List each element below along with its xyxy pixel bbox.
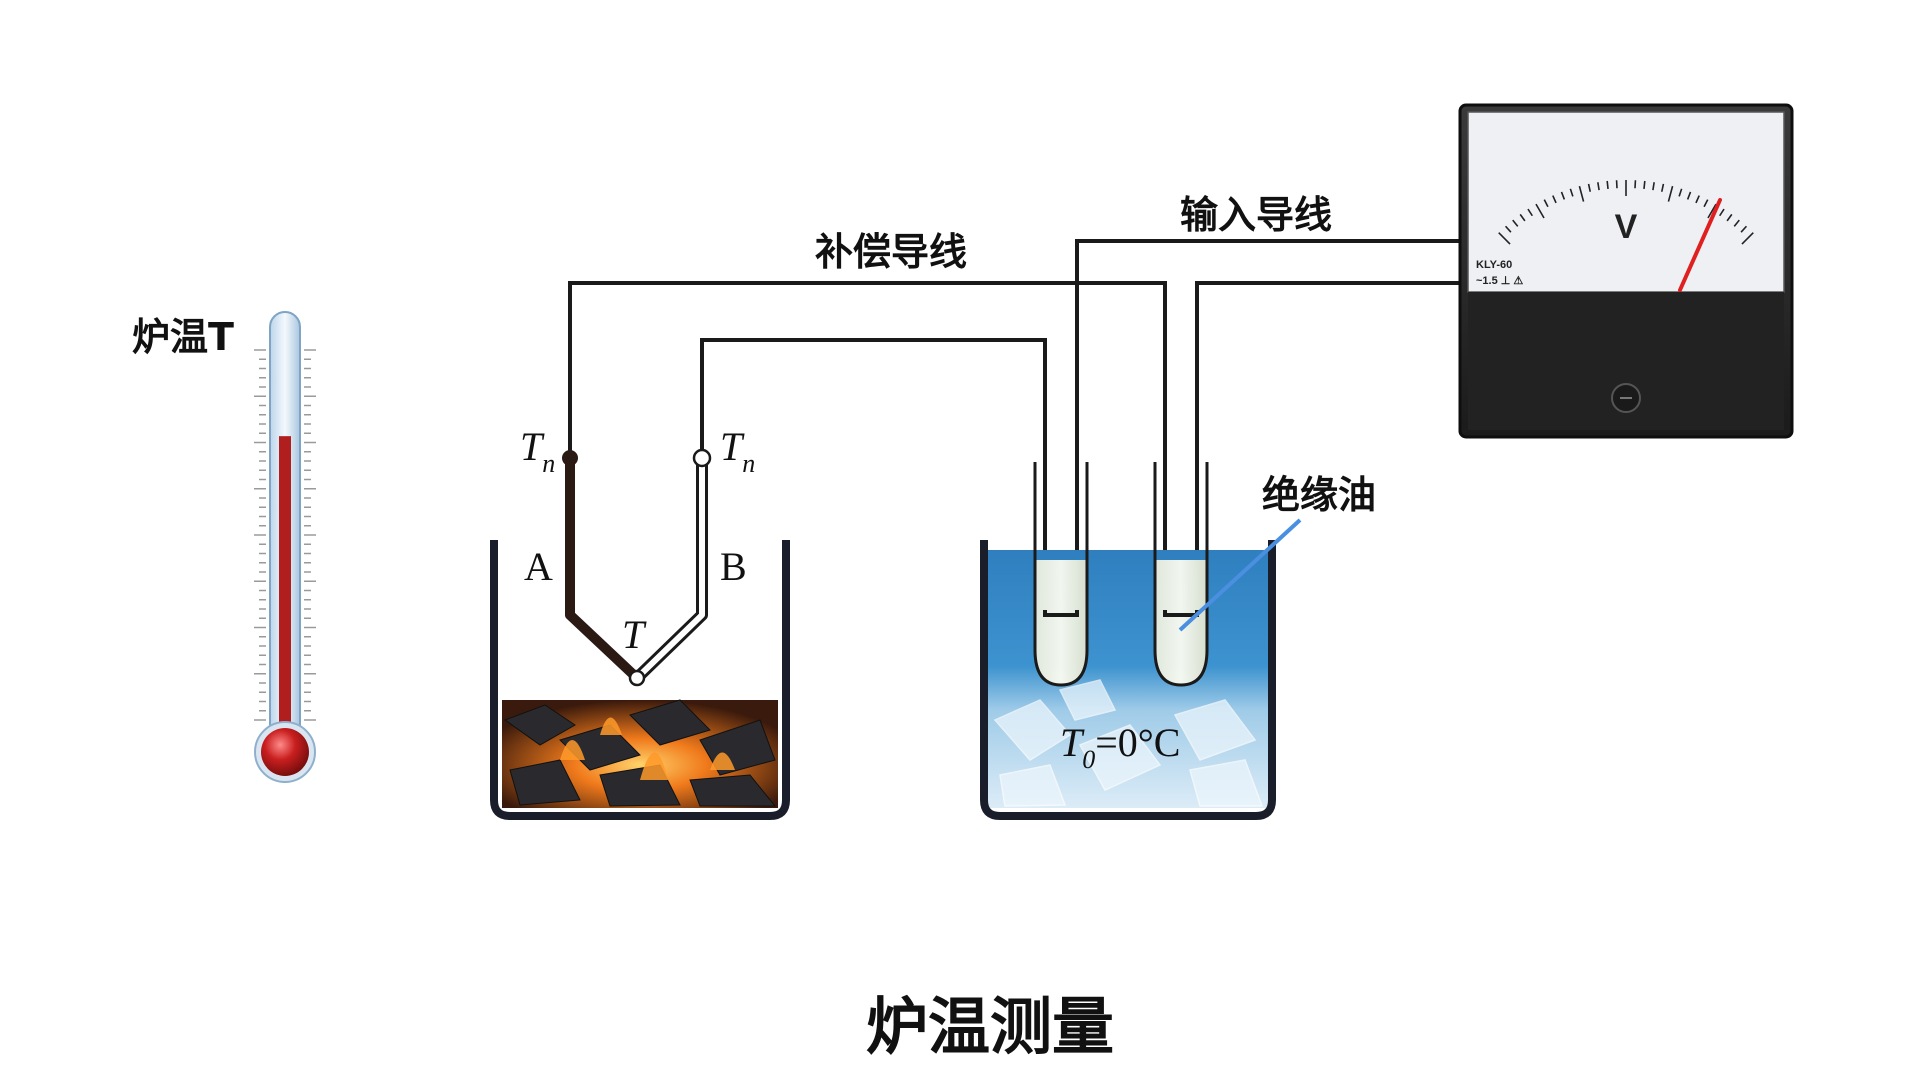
- junction-tn-a: [562, 450, 578, 466]
- ice-bath-beaker: [980, 540, 1276, 820]
- mercury-column: [279, 436, 291, 752]
- test-tube-1: [1033, 462, 1089, 687]
- tn-label-b: Tn: [720, 424, 755, 478]
- ice-cubes: [993, 679, 1264, 807]
- voltmeter-tick: [1527, 208, 1533, 217]
- hot-junction-label: T: [622, 612, 647, 657]
- voltmeter-tick: [1498, 232, 1511, 245]
- voltmeter-tick: [1686, 191, 1692, 200]
- voltmeter-spec: ~1.5 ⊥ ⚠: [1476, 275, 1523, 287]
- input-wire-2: [1195, 281, 1460, 610]
- voltmeter-tick: [1552, 195, 1557, 204]
- voltmeter-tick: [1578, 185, 1585, 202]
- ice-temp-label: T0=0°C: [1060, 720, 1180, 774]
- voltmeter-tick: [1707, 203, 1717, 219]
- insulating-oil-label: 绝缘油: [1262, 473, 1376, 517]
- input-wire-label: 输入导线: [1180, 193, 1332, 237]
- voltmeter-tick: [1652, 182, 1655, 191]
- voltmeter-tick: [1719, 208, 1725, 217]
- voltmeter-tick: [1543, 199, 1549, 208]
- electrode-a-label: A: [524, 544, 553, 589]
- voltmeter-tick: [1519, 213, 1526, 222]
- voltmeter-tick: [1643, 180, 1646, 190]
- voltmeter-tick: [1512, 219, 1519, 227]
- voltmeter-tick: [1667, 185, 1674, 202]
- electrode-a: [562, 450, 641, 682]
- voltmeter: V KLY-60 ~1.5 ⊥ ⚠: [1458, 103, 1794, 439]
- hot-junction: [628, 669, 646, 687]
- electrode-b-label: B: [720, 544, 747, 589]
- wires: [568, 239, 1460, 610]
- voltmeter-needle: [1678, 198, 1722, 292]
- voltmeter-tick: [1560, 191, 1566, 200]
- compensation-wire-b: [700, 338, 1047, 610]
- voltmeter-tick: [1733, 219, 1740, 227]
- voltmeter-tick: [1597, 182, 1600, 191]
- flames: [560, 717, 735, 780]
- voltmeter-tick: [1703, 199, 1709, 208]
- electrode-b: [632, 448, 712, 683]
- oil-pointer-line: [1178, 518, 1302, 632]
- input-wire-1: [1075, 239, 1460, 610]
- page-title: 炉温测量: [866, 990, 1114, 1063]
- voltmeter-dial-face: [1467, 111, 1785, 293]
- voltmeter-tick: [1660, 183, 1665, 192]
- voltmeter-tick: [1740, 225, 1748, 233]
- voltmeter-tick: [1726, 213, 1733, 222]
- voltmeter-tick: [1569, 188, 1574, 197]
- thermometer-scale: [254, 349, 316, 721]
- compensation-wire-a: [568, 281, 1167, 610]
- voltmeter-tick: [1504, 225, 1512, 233]
- voltmeter-tick: [1678, 188, 1683, 197]
- voltmeter-unit: V: [1615, 208, 1638, 246]
- voltmeter-model: KLY-60: [1476, 259, 1512, 271]
- voltmeter-tick: [1587, 183, 1592, 192]
- voltmeter-tick: [1535, 203, 1545, 219]
- furnace-beaker: [490, 540, 790, 820]
- furnace-temp-label: 炉温T: [132, 315, 234, 359]
- voltmeter-scale: [1498, 180, 1754, 245]
- voltmeter-tick: [1695, 195, 1700, 204]
- test-tube-2: [1153, 462, 1209, 687]
- thermometer: [254, 311, 316, 783]
- voltmeter-tick: [1606, 180, 1609, 190]
- tn-label-a: Tn: [520, 424, 555, 478]
- compensation-wire-label: 补偿导线: [815, 230, 967, 274]
- coal-pieces: [503, 699, 777, 807]
- voltmeter-tick: [1741, 232, 1754, 245]
- thermometer-bulb: [261, 728, 309, 776]
- junction-tn-b: [692, 448, 712, 468]
